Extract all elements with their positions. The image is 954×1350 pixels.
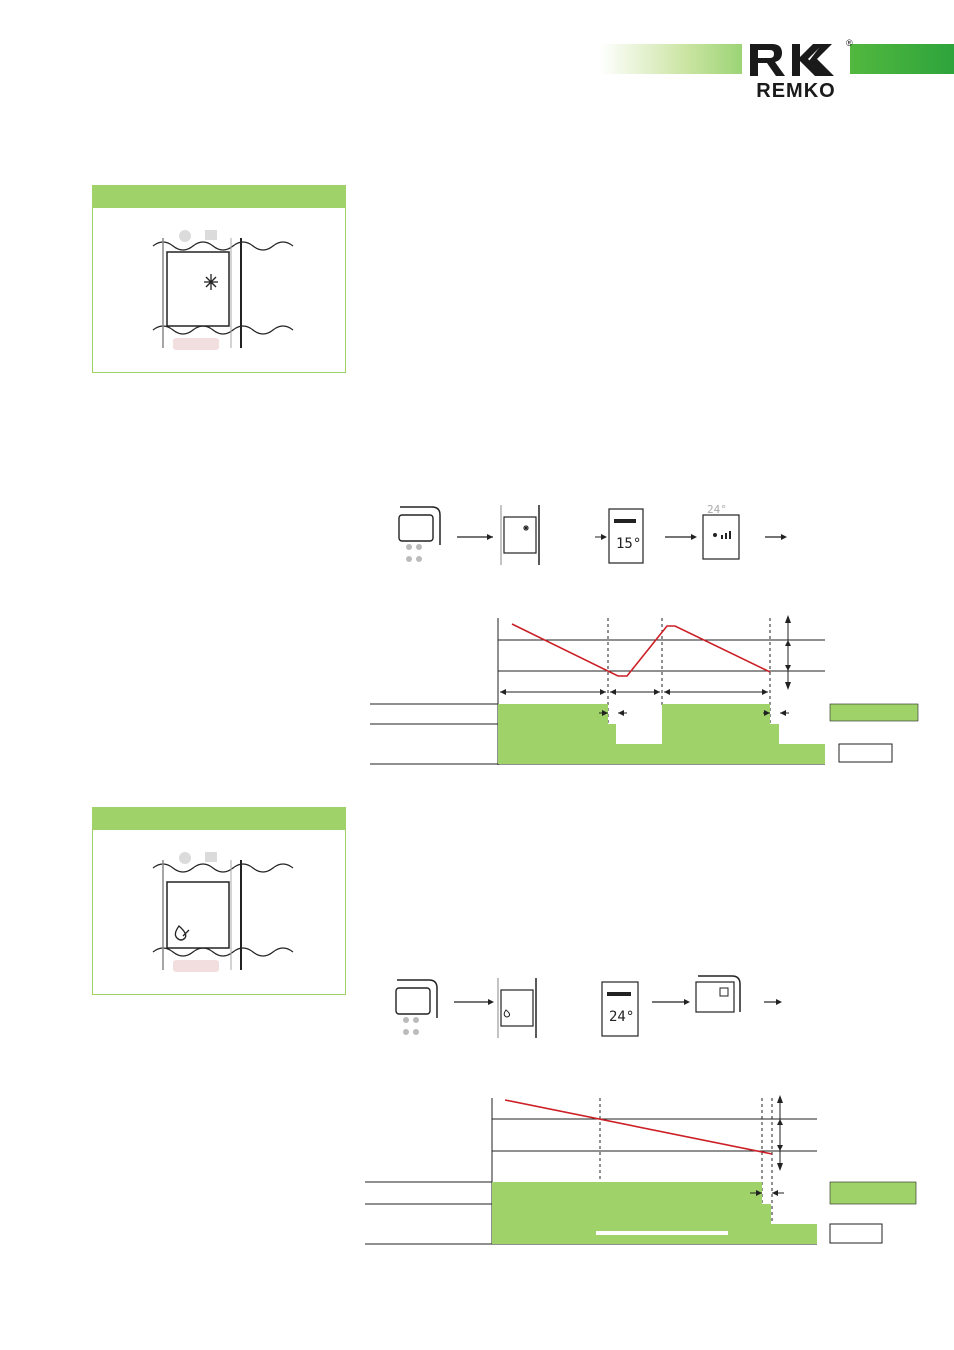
registered-mark: ® (846, 38, 853, 48)
snowflake-icon (204, 274, 218, 290)
temperature-curve (504, 1099, 773, 1155)
panel-header (93, 808, 345, 830)
set-temperature: 15° (616, 536, 641, 552)
temperature-display-icon: 24° (601, 981, 639, 1037)
droplet-icon (174, 925, 190, 941)
remote-display-illustration (152, 852, 294, 972)
remko-logo (742, 40, 850, 80)
remote-button-icon (395, 979, 438, 1035)
fan-display-temp: 24° (707, 503, 727, 516)
temperature-curve (511, 623, 771, 677)
cooling-mode-panel (92, 185, 346, 373)
dehumidify-operation-diagram: 24° (365, 975, 917, 1245)
panel-header (93, 186, 345, 208)
remote-mode-display (497, 978, 537, 1038)
remote-display-illustration (152, 230, 294, 350)
temperature-display-icon: 15° (608, 508, 644, 564)
mode-display-icon (695, 975, 741, 1013)
set-temperature: 24° (609, 1009, 634, 1025)
fan-speed-icon: 24° (702, 503, 740, 560)
cooling-operation-diagram: 15° 24° (370, 503, 919, 765)
remote-button-icon (398, 506, 441, 562)
brand-wordmark: REMKO (756, 80, 836, 102)
remote-mode-display (500, 505, 540, 565)
dehumidify-mode-panel (92, 807, 346, 995)
